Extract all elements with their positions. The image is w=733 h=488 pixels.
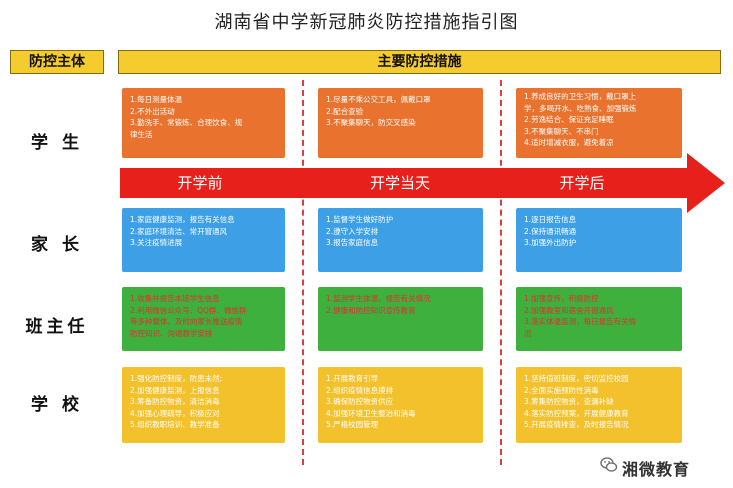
header-measures: 主要防控措施 [118, 50, 721, 74]
watermark: 湘微教育 [622, 460, 691, 479]
phase-divider [500, 80, 502, 465]
row-label-school: 学 校 [31, 395, 83, 415]
student-after-box: 1.养成良好的卫生习惯，戴口罩上 学，多喝开水、吃熟食、加强锻炼 2.劳逸结合、… [516, 88, 682, 158]
measure-line: 4.落实防控预案，开展健康教育 [524, 408, 629, 418]
school-before-box: 1.强化防控制度，防患未然; 2.加强健康监测，上报信息 3.筹备防控物资，清洁… [122, 367, 285, 443]
wechat-icon [600, 457, 618, 472]
student-day-box: 1.尽量不乘公交工具，佩戴口罩 2.配合查验 3.不聚集聊天，防交叉感染 [318, 88, 483, 158]
measure-line: 2.健康和防控知识宣传教育 [326, 305, 416, 315]
measure-line: 1.强化防控制度，防患未然; [130, 374, 223, 383]
phase-before: 开学前 [177, 174, 223, 192]
phase-divider [302, 80, 304, 465]
measure-line: 4.适时增减衣服，避免着凉 [524, 138, 614, 147]
teacher-after-box: 1.加强宣传，积极防控 2.加强教室和宿舍开窗通风 3.落实体温监测，每日报告有… [516, 287, 682, 351]
student-before-box: 1.每日测量体温 2.不外出活动 3.勤洗手、常锻炼、合理饮食、规 律生活 [122, 88, 285, 158]
timeline-arrow [120, 168, 688, 198]
measure-line: 2.配合查验 [326, 106, 364, 116]
measure-line: 3.不聚集聊天，防交叉感染 [326, 118, 416, 127]
measure-line: 学，多喝开水、吃熟食、加强锻炼 [524, 103, 637, 113]
measure-line: 况 [524, 328, 532, 338]
parent-before-box: 1.家庭健康监测，报告有关信息 2.家庭环境清洁、常开窗通风 3.关注疫情进展 [122, 208, 285, 272]
measure-line: 1.监测学生体温，报告有关情况 [326, 294, 431, 303]
measure-line: 2.家庭环境清洁、常开窗通风 [130, 226, 228, 236]
measure-line: 2.加强健康监测，上报信息 [130, 385, 220, 395]
school-day-box: 1.开展教育引导 2.组织疫情信息摸排 3.确保防控物资供应 4.加强环境卫生整… [318, 367, 483, 443]
measure-line: 2.保持通讯畅通 [524, 226, 577, 236]
measure-line: 2.不外出活动 [130, 106, 175, 116]
measure-line: 5.开展疫情排查，及时报告情况 [524, 420, 629, 429]
measure-line: 3.不聚集聊天、不串门 [524, 126, 599, 136]
measure-line: 2.加强教室和宿舍开窗通风 [524, 305, 614, 315]
row-label-teacher: 班主任 [25, 317, 89, 337]
measure-line: 1.加强宣传，积极防控 [524, 294, 599, 303]
measure-line: 3.确保防控物资供应 [326, 397, 394, 406]
teacher-day-box: 1.监测学生体温，报告有关情况 2.健康和防控知识宣传教育 [318, 287, 483, 351]
measure-line: 1.坚持值班制度，密切监控校园 [524, 374, 629, 383]
measure-line: 3.落实体温监测，每日报告有关情 [524, 317, 637, 326]
measure-line: 4.加强心理疏导，积极应对 [130, 408, 220, 418]
teacher-before-box: 1.收集并报告本班学生信息 2.利用微信公众号、QQ群、微信群 等多种载体，及时… [122, 287, 285, 351]
measure-line: 3.加强外出防护 [524, 238, 577, 247]
phase-after: 开学后 [559, 174, 605, 192]
header-subject: 防控主体 [10, 50, 104, 74]
measure-line: 3.报告家庭信息 [326, 238, 379, 247]
measure-line: 1.收集并报告本班学生信息 [130, 294, 220, 303]
measure-line: 2.劳逸结合、保证充足睡眠 [524, 115, 614, 124]
measure-line: 2.组织疫情信息摸排 [326, 385, 394, 395]
timeline-arrow-head [687, 153, 725, 213]
measure-line: 1.监督学生做好防护 [326, 215, 394, 224]
measure-line: 防控知识、沟通教学安排 [130, 328, 213, 338]
measure-line: 4.加强环境卫生整治和消毒 [326, 408, 416, 418]
measure-line: 1.每日测量体温 [130, 95, 183, 104]
measure-line: 3.筹集防控物资，查漏补缺 [524, 397, 614, 406]
school-after-box: 1.坚持值班制度，密切监控校园 2.全面实施预防性消毒 3.筹集防控物资，查漏补… [516, 367, 682, 443]
measure-line: 3.关注疫情进展 [130, 238, 183, 247]
measure-line: 1.尽量不乘公交工具，佩戴口罩 [326, 95, 431, 104]
parent-day-box: 1.监督学生做好防护 2.遵守入学安排 3.报告家庭信息 [318, 208, 483, 272]
measure-line: 2.遵守入学安排 [326, 226, 379, 236]
phase-day: 开学当天 [369, 174, 430, 192]
measure-line: 5.组织教职培训、教学准备 [130, 420, 220, 429]
page-title: 湖南省中学新冠肺炎防控措施指引图 [214, 12, 519, 33]
row-label-student: 学 生 [31, 133, 83, 153]
measure-line: 律生活 [130, 129, 153, 139]
measure-line: 2.全面实施预防性消毒 [524, 385, 599, 395]
measure-line: 5.严格校园管理 [326, 420, 379, 429]
measure-line: 1.逐日报告信息 [524, 215, 577, 224]
measure-line: 1.家庭健康监测，报告有关信息 [130, 215, 235, 224]
measure-line: 3.勤洗手、常锻炼、合理饮食、规 [130, 118, 243, 127]
measure-line: 1.开展教育引导 [326, 374, 379, 383]
measure-line: 3.筹备防控物资，清洁消毒 [130, 397, 220, 406]
measure-line: 2.利用微信公众号、QQ群、微信群 [130, 305, 247, 315]
measure-line: 1.养成良好的卫生习惯，戴口罩上 [524, 92, 637, 101]
row-label-parent: 家 长 [31, 235, 83, 255]
measure-line: 等多种载体，及时向家长推送疫情 [130, 317, 243, 326]
parent-after-box: 1.逐日报告信息 2.保持通讯畅通 3.加强外出防护 [516, 208, 682, 272]
